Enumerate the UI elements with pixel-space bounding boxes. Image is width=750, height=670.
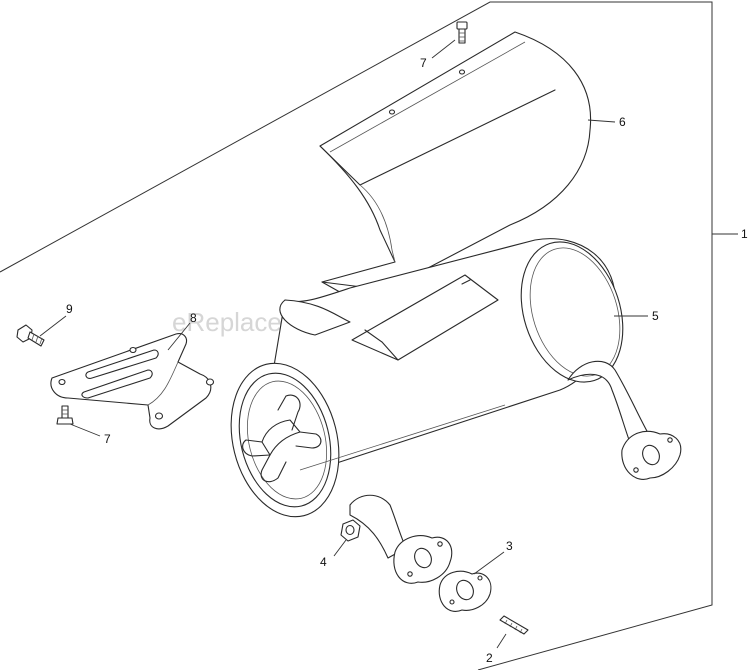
callout-leader-4 (333, 539, 347, 557)
callout-7-top: 7 (420, 56, 427, 70)
muffler (230, 238, 682, 584)
callout-5: 5 (652, 309, 659, 323)
callout-leader-3 (473, 551, 505, 575)
screw-bracket-top (16, 324, 45, 347)
bracket (50, 333, 215, 430)
screw-bracket-bottom (56, 405, 74, 425)
callout-7-bottom: 7 (104, 432, 111, 446)
nut (340, 519, 361, 542)
callout-3: 3 (506, 539, 513, 553)
callout-leader-9 (39, 315, 67, 337)
stud (499, 615, 529, 635)
callout-leader-8 (167, 322, 191, 351)
callout-leader-6 (587, 119, 616, 123)
callout-6: 6 (619, 115, 626, 129)
kit-boundary (0, 1, 713, 670)
callout-2: 2 (486, 651, 493, 665)
callout-leader-2 (496, 633, 507, 649)
callout-1: 1 (741, 227, 748, 241)
gasket (438, 570, 492, 612)
callout-8: 8 (190, 311, 197, 325)
callout-leader-7-top (431, 39, 456, 59)
callout-9: 9 (66, 302, 73, 316)
callout-leader-7-bottom (69, 423, 101, 437)
screw-top (456, 21, 468, 44)
callout-4: 4 (320, 555, 327, 569)
